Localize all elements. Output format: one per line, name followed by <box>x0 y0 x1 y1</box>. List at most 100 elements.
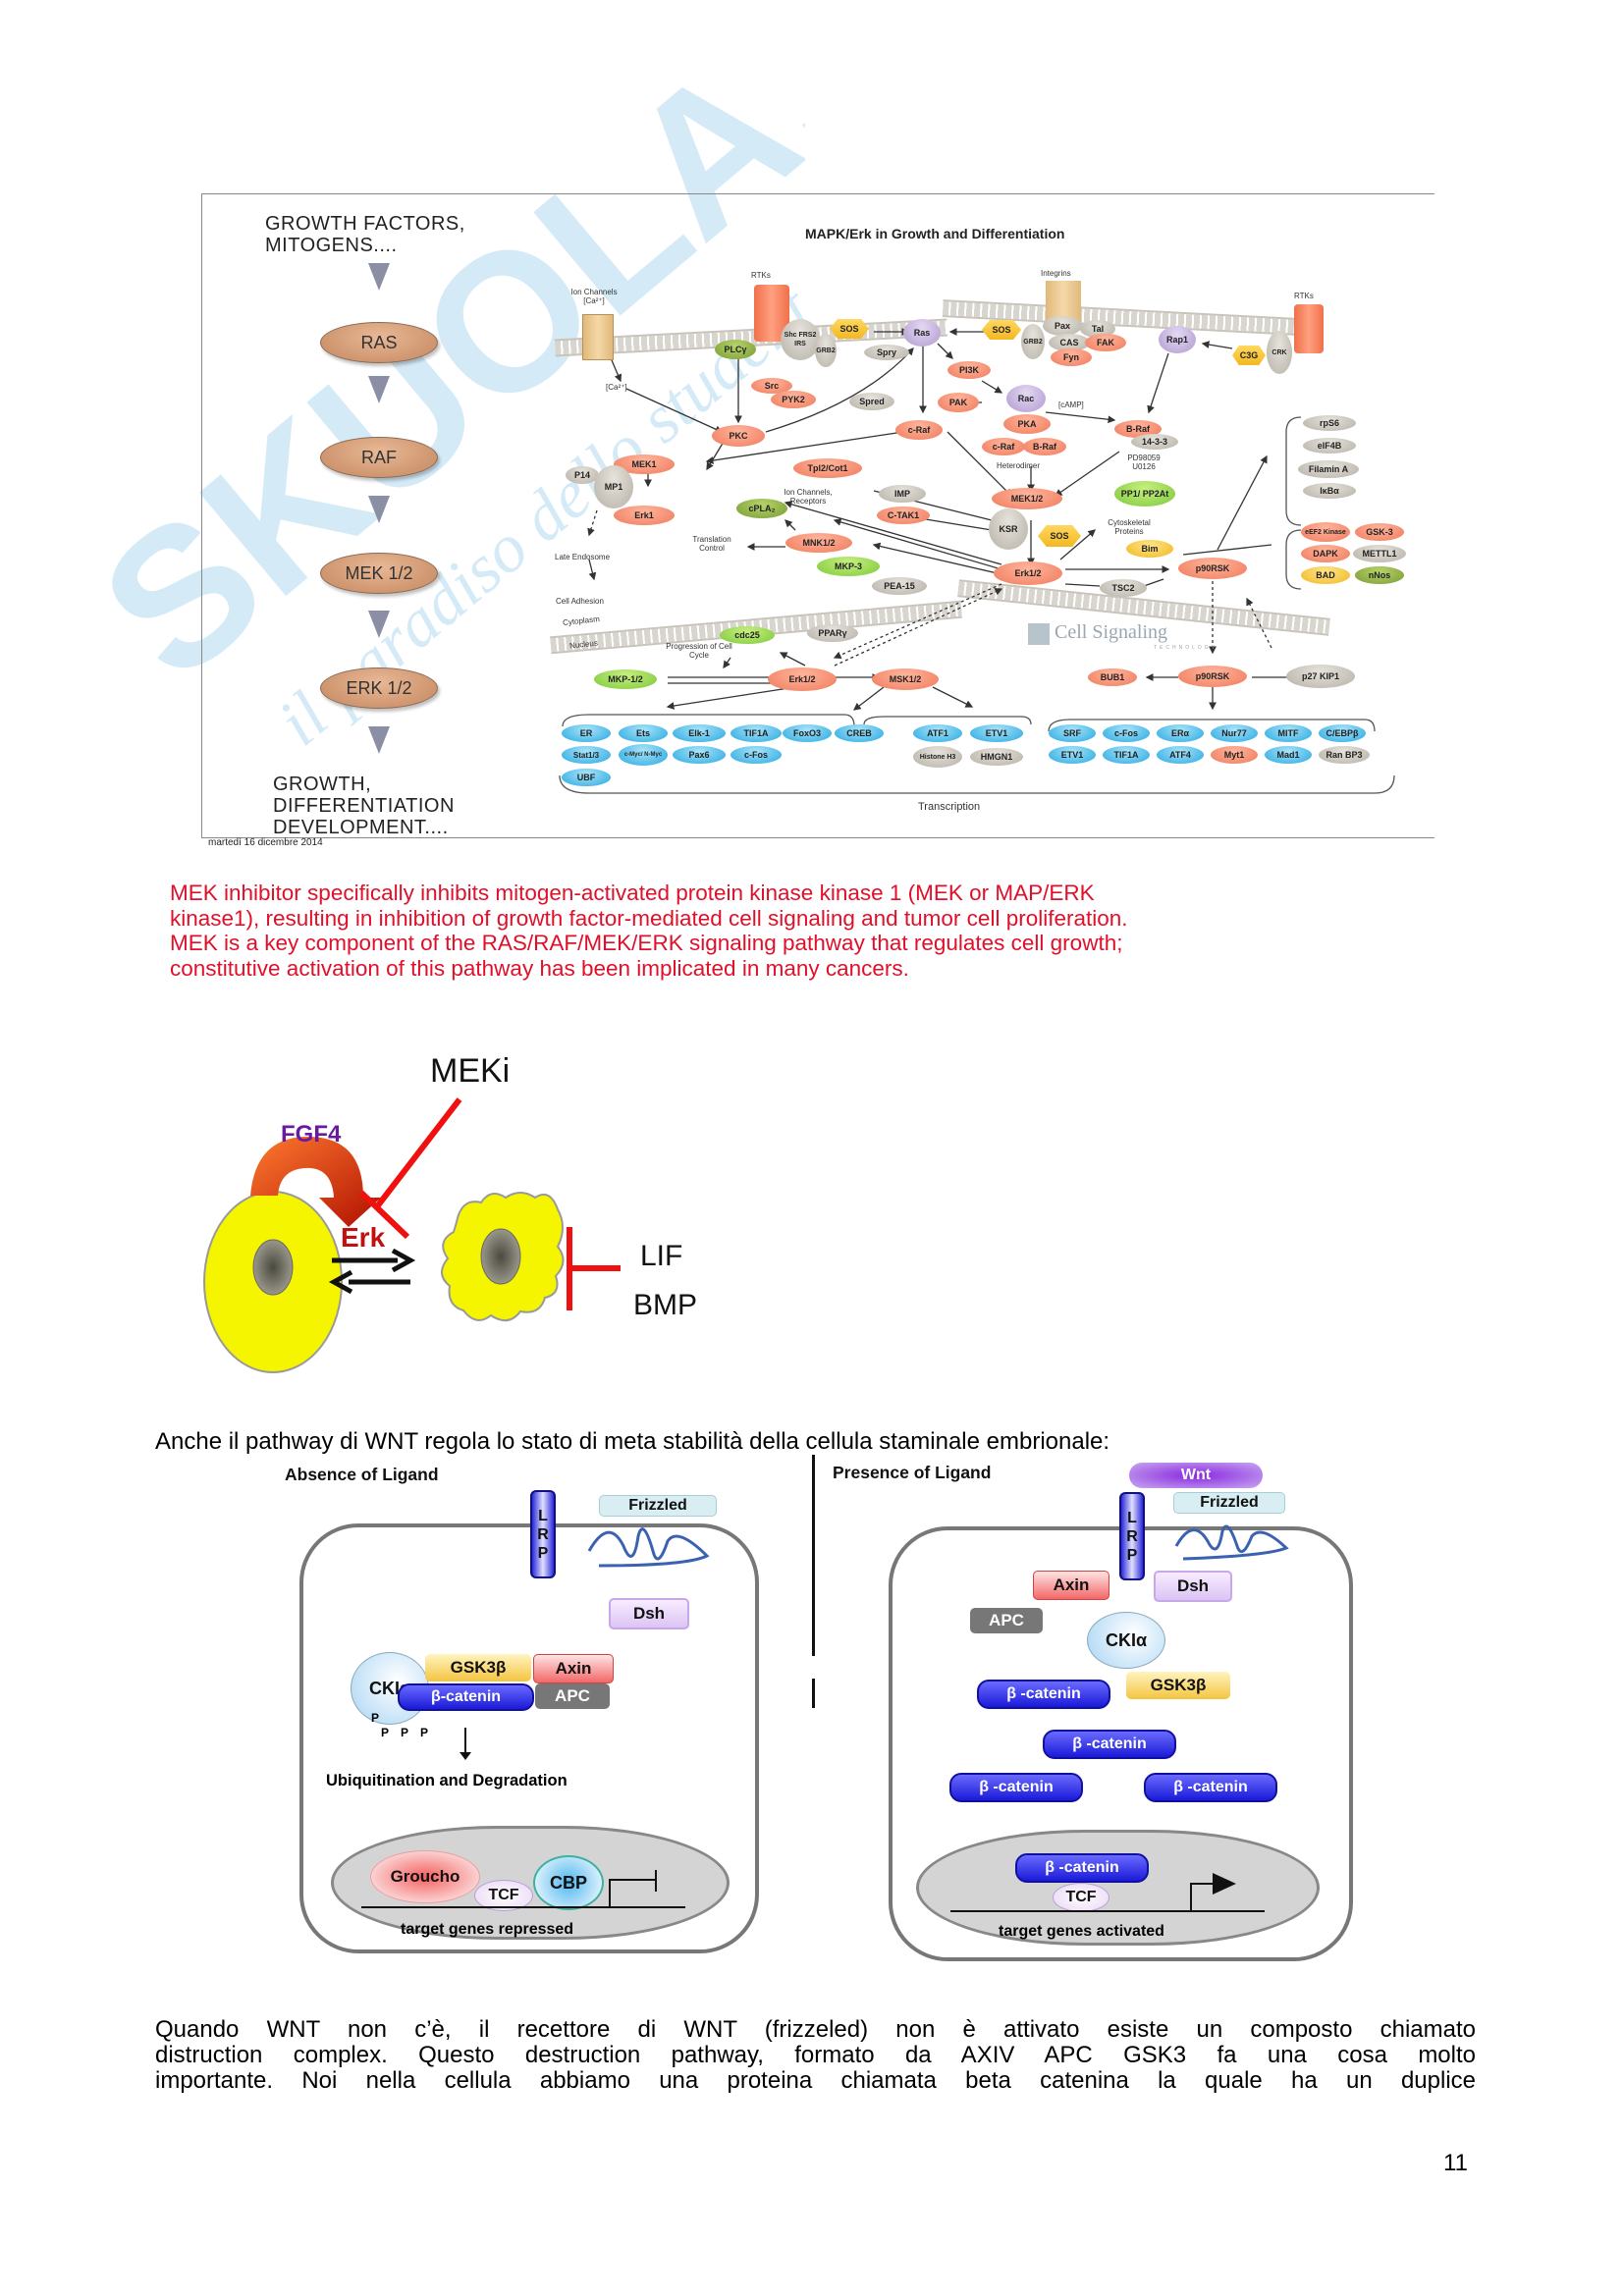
mol-mettl1: METTL1 <box>1353 545 1406 562</box>
fgf4-arrow-icon <box>250 1136 381 1227</box>
mol-sos: SOS <box>1038 525 1081 547</box>
mol-spred: Spred <box>849 393 894 410</box>
bracket <box>863 716 1032 725</box>
arrow <box>705 431 904 464</box>
mol-rps6: rpS6 <box>1303 415 1356 431</box>
tf: Mad1 <box>1265 746 1312 764</box>
presence-title: Presence of Ligand <box>833 1463 992 1482</box>
tf: TIF1A <box>730 724 782 742</box>
label-rtks: RTKs <box>751 271 771 280</box>
down-arrow-icon <box>368 263 390 291</box>
tf: FoxO3 <box>783 724 832 742</box>
pathway-title: MAPK/Erk in Growth and Differentiation <box>805 226 1065 241</box>
mol-mek12: MEK1/2 <box>992 488 1062 509</box>
mol-filamin: Filamin A <box>1298 460 1359 478</box>
tf: Ets <box>619 724 668 742</box>
arrow <box>784 519 796 531</box>
text-line: kinase1), resulting in inhibition of gro… <box>170 905 1128 931</box>
arrow <box>833 583 1002 659</box>
mol-pp1: PP1/ PP2At <box>1114 481 1175 507</box>
mol-src: Src <box>751 378 792 394</box>
dsh-box: Dsh <box>609 1598 689 1629</box>
differentiated-cell-nucleus <box>480 1228 521 1285</box>
mol-tsc2: TSC2 <box>1100 579 1147 597</box>
groucho-circle: Groucho <box>370 1850 480 1903</box>
mol-bad: BAD <box>1301 566 1350 584</box>
mol-craf: c-Raf <box>895 420 943 440</box>
dsh-box: Dsh <box>1154 1571 1232 1602</box>
bracket <box>559 774 1395 794</box>
ck1a-circle: CKIα <box>1087 1612 1165 1669</box>
label-rtks-right: RTKs <box>1294 292 1314 300</box>
inhibit-line <box>1143 578 1164 587</box>
mol-mek1: MEK1 <box>614 454 675 474</box>
gsk3b-box: GSK3β <box>1126 1672 1230 1699</box>
tf: Myt1 <box>1211 746 1258 764</box>
flow-top-line: MITOGENS.... <box>265 235 398 256</box>
meki-label: MEKi <box>430 1052 511 1090</box>
active-promoter-icon <box>1190 1883 1192 1910</box>
mol-pkc: PKC <box>712 425 765 447</box>
frizzled-label: Frizzled <box>599 1495 717 1517</box>
arrow <box>779 652 806 667</box>
label-translation-control: Translation Control <box>692 535 731 553</box>
mol-cpla2: cPLA₂ <box>736 499 787 518</box>
mol-mnk12: MNK1/2 <box>785 533 852 553</box>
tcf-circle: TCF <box>474 1880 533 1911</box>
bmp-label: BMP <box>633 1289 698 1321</box>
mol-braf: B-Raf <box>1114 420 1162 438</box>
arrow <box>1045 411 1116 424</box>
mol-shc: Shc FRS2 IRS <box>781 319 820 360</box>
flow-bottom-label: GROWTH, DIFFERENTIATION DEVELOPMENT.... <box>273 774 455 838</box>
repressed-promoter-icon <box>609 1879 656 1881</box>
lif-label: LIF <box>640 1240 683 1272</box>
mol-bim: Bim <box>1126 540 1173 558</box>
label-ca: [Ca²⁺] <box>606 383 627 392</box>
arrow-head-icon <box>328 1269 353 1295</box>
mol-p90rsk: p90RSK <box>1178 558 1247 579</box>
text-line: distruction complex. Questo destruction … <box>155 2042 1476 2068</box>
tf: ETV1 <box>970 724 1023 742</box>
mol-nnos: nNos <box>1355 566 1404 584</box>
tf: Nur77 <box>1211 724 1258 742</box>
mol-cdc25: cdc25 <box>720 626 775 644</box>
flow-node-erk: ERK 1/2 <box>320 667 438 709</box>
mol-rap1: Rap1 <box>1159 326 1196 353</box>
tf: UBF <box>562 769 611 786</box>
mol-p27: p27 KIP1 <box>1286 665 1355 688</box>
arrow <box>587 509 598 537</box>
label-inhibitors: PD98059 U0126 <box>1127 454 1161 471</box>
label-cell-adhesion: Cell Adhesion <box>556 597 604 606</box>
mapk-figure <box>201 193 1434 838</box>
down-arrow-icon <box>368 496 390 523</box>
cell-signaling-logo: Cell Signaling <box>1055 621 1167 643</box>
tf: Ran BP3 <box>1319 746 1370 764</box>
inhibit-line <box>1064 583 1101 587</box>
flow-node-raf: RAF <box>320 437 438 478</box>
label-ion-channels-receptors: Ion Channels, Receptors <box>784 488 833 506</box>
rtk-receptor-icon <box>1294 304 1324 353</box>
meki-inhibit-bar <box>358 1190 410 1240</box>
mol-ikb: IκBα <box>1303 483 1356 499</box>
phospho-p: P <box>381 1726 390 1739</box>
arrow <box>834 588 1003 667</box>
mol-pea15: PEA-15 <box>872 577 927 595</box>
tf: ATF1 <box>913 724 962 742</box>
bracket <box>1048 719 1376 732</box>
beta-catenin-box: β-catenin <box>398 1683 534 1711</box>
mol-ksr: KSR <box>989 508 1028 550</box>
tf: Stat1/3 <box>562 746 611 764</box>
beta-catenin-box: β -catenin <box>1144 1773 1277 1802</box>
mol-imp: IMP <box>879 485 926 503</box>
repressed-promoter-icon <box>609 1879 611 1906</box>
fgf4-label: FGF4 <box>281 1121 342 1148</box>
integrin-icon <box>1046 281 1081 322</box>
arrow <box>723 657 731 669</box>
mol-dapk: DAPK <box>1301 545 1350 562</box>
mol-fyn: Fyn <box>1051 348 1092 366</box>
degradation-arrow <box>464 1728 466 1755</box>
mol-mkp3: MKP-3 <box>817 557 880 576</box>
label-progression: Progression of Cell Cycle <box>666 642 732 660</box>
tf: ETV1 <box>1049 746 1096 764</box>
mol-pyk2: PYK2 <box>771 391 816 408</box>
